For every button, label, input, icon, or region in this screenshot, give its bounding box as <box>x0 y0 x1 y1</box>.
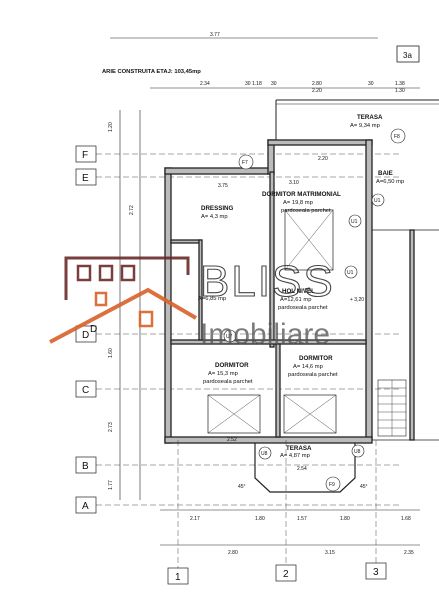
grid-col-3: 3 <box>373 567 379 578</box>
dim-mid1: 3.75 <box>218 183 228 189</box>
tag-f8: F8 <box>394 134 400 140</box>
hol-nivel-area: A=12,61 mp <box>280 297 311 303</box>
grid-row-e: E <box>82 173 89 184</box>
angle-1: 45° <box>238 484 246 490</box>
dim-bot-b2: 2.54 <box>297 466 307 472</box>
logo-name: BLISS <box>200 257 335 306</box>
tag-f7: F7 <box>242 160 248 166</box>
dim-left4: 2.73 <box>108 422 114 432</box>
logo-watermark: BLISS Imobiliare <box>49 256 335 351</box>
dim-top2: 30 <box>245 81 251 87</box>
bottom-dimensions: 2.17 1.80 1.57 1.80 1.68 2.80 3.15 2.35 … <box>160 156 420 556</box>
baie-name: BAIE <box>378 170 393 177</box>
dim-bot2: 1.80 <box>255 516 265 522</box>
dim-bot-total3: 2.35 <box>404 550 414 556</box>
dim-left5: 1.77 <box>108 480 114 490</box>
dim-top3: 1.18 <box>252 81 262 87</box>
dim-left3: 1.60 <box>108 348 114 358</box>
top-dimensions: 3.77 2.34 30 1.18 30 2.80 2.20 30 1.38 1… <box>110 32 420 94</box>
dim-top9: 1.30 <box>395 88 405 94</box>
terasa-bot-name: TERASA <box>286 445 312 452</box>
stairs <box>377 379 407 437</box>
tag-f9: F9 <box>329 482 335 488</box>
grid-row-d: D <box>82 330 89 341</box>
dim-top6: 2.20 <box>312 88 322 94</box>
dim-left2: 2.72 <box>129 205 135 215</box>
dim-left1: 1.20 <box>108 122 114 132</box>
tag-level: + 3,20 <box>350 297 364 303</box>
dormitor-2-name: DORMITOR <box>299 355 333 362</box>
grid-row-a: A <box>82 501 89 512</box>
tag-u1b: U1 <box>374 198 381 204</box>
dim-mid3: 3.10 <box>289 180 299 186</box>
dormitor-matrimonial-name: DORMITOR MATRIMONIAL <box>262 191 341 198</box>
tags: F7 F8 F9 U1 U1 U1 U7 U8 U8 + 3,20 <box>223 128 406 492</box>
left-dimensions: 1.20 2.72 1.60 2.73 1.77 <box>108 110 141 500</box>
walls <box>164 139 439 444</box>
grid-col-1: 1 <box>175 572 181 583</box>
room-labels: DORMITOR MATRIMONIAL A= 19,8 mp pardosea… <box>198 170 404 385</box>
marker-d: D <box>90 324 97 335</box>
dormitor-2-floor: pardoseala parchet <box>288 372 338 378</box>
tag-u1c: U1 <box>347 270 354 276</box>
hol-nivel-floor: pardoseala parchet <box>278 305 328 311</box>
dim-top8: 1.38 <box>395 81 405 87</box>
terasa-top-area: A= 9,34 mp <box>350 123 380 129</box>
grid-row-c: C <box>82 385 89 396</box>
tag-u8a: U8 <box>261 451 268 457</box>
dormitor-2-area: A= 14,6 mp <box>293 364 323 370</box>
angle-2: 45° <box>360 484 368 490</box>
grid-cols: 1 2 3 <box>167 440 387 585</box>
tag-u1a: U1 <box>351 219 358 225</box>
grid-row-f: F <box>82 150 88 161</box>
dim-bot4: 1.80 <box>340 516 350 522</box>
grid-col-2: 2 <box>283 569 289 580</box>
dim-mid2: 2.20 <box>318 156 328 162</box>
dim-bot-total1: 2.80 <box>228 550 238 556</box>
dim-bot5: 1.68 <box>401 516 411 522</box>
etaj-title: ARIE CONSTRUITA ETAJ: 103,45mp <box>102 69 201 75</box>
terrace-top: TERASA A= 9,34 mp <box>275 99 439 140</box>
dormitor-1-name: DORMITOR <box>215 362 249 369</box>
dim-top7: 30 <box>368 81 374 87</box>
terasa-top-name: TERASA <box>357 114 383 121</box>
dormitor-1-floor: pardoseala parchet <box>203 379 253 385</box>
terasa-bot-area: A= 4,87 mp <box>280 453 310 459</box>
dim-bot3: 1.57 <box>297 516 307 522</box>
dim-top4: 30 <box>271 81 277 87</box>
dormitor-1-area: A= 15,3 mp <box>208 371 238 377</box>
dressing-area: A= 4,3 mp <box>201 214 228 220</box>
terrace-bottom: TERASA A= 4,87 mp 45° 45° <box>238 443 368 493</box>
dormitor-matrimonial-area: A= 19,8 mp <box>283 200 313 206</box>
tag-u7: U7 <box>226 334 233 340</box>
dim-bot-b1: 2.52 <box>227 437 237 443</box>
label-3a: 3a <box>403 51 412 60</box>
baie-area: A=6,50 mp <box>376 179 404 185</box>
dim-top1: 2.34 <box>200 81 210 87</box>
dressing-name: DRESSING <box>201 205 234 212</box>
dormitor-matrimonial-floor: pardoseala parchet <box>281 208 331 214</box>
dim-top-total: 3.77 <box>210 32 220 38</box>
beds <box>207 209 337 434</box>
dim-top5: 2.80 <box>312 81 322 87</box>
logo-subtitle: Imobiliare <box>200 318 330 351</box>
baie-mica-area: A=6,85 mp <box>198 296 226 302</box>
grid-row-b: B <box>82 461 89 472</box>
dim-bot1: 2.17 <box>190 516 200 522</box>
hol-nivel-name: HOL NIVEL <box>282 288 315 295</box>
dim-bot-total2: 3.15 <box>325 550 335 556</box>
grid-rows: F E D C B A <box>75 145 400 514</box>
tag-u8b: U8 <box>354 449 361 455</box>
